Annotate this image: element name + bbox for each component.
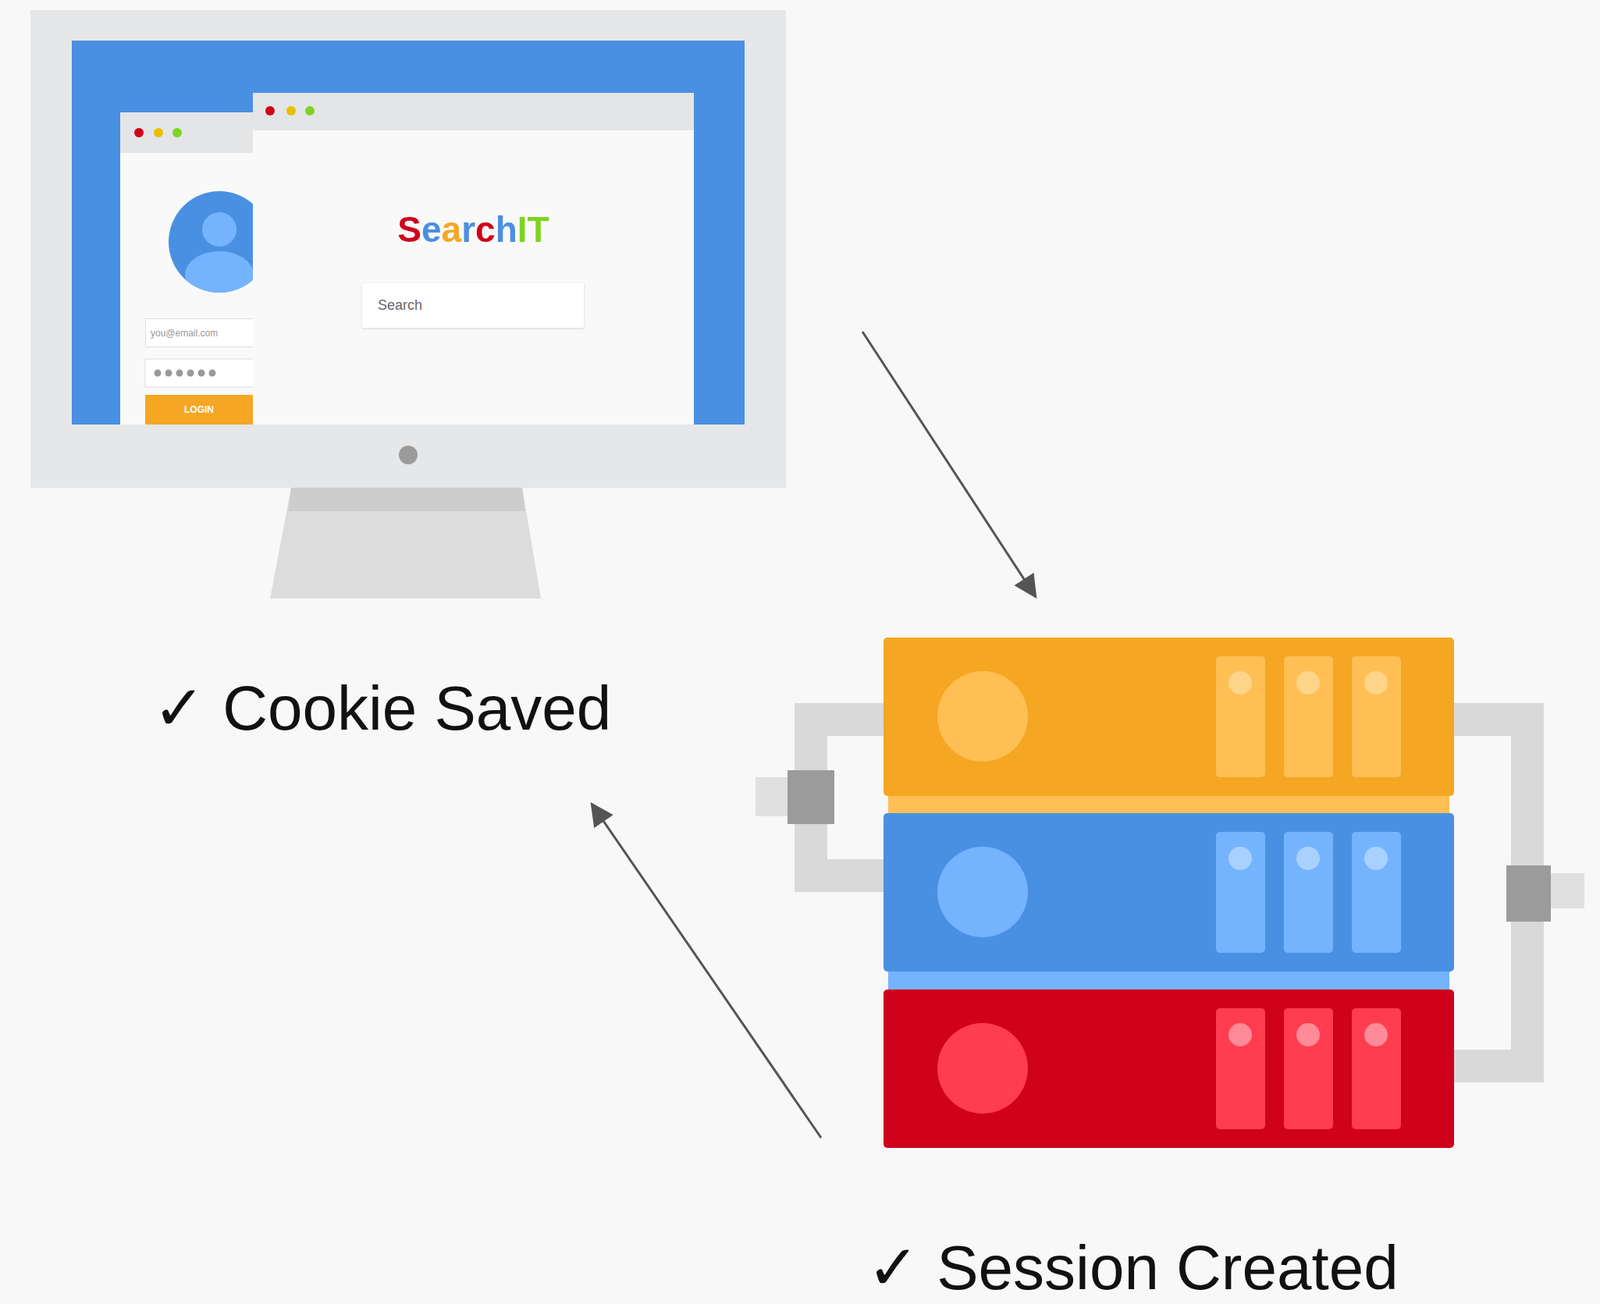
password-dot (154, 369, 162, 377)
password-dot (198, 369, 206, 377)
flow-arrow (591, 803, 822, 1138)
monitor-screen (71, 40, 745, 425)
window-dot (305, 106, 315, 116)
window-dot (153, 128, 164, 138)
server-slot (1216, 832, 1266, 953)
logo-row: SearchIT (252, 209, 694, 250)
password-dot (165, 369, 173, 377)
window-dot (134, 128, 144, 138)
server-slot (1216, 656, 1266, 778)
slot-led (1296, 1023, 1320, 1047)
server-slot (1351, 656, 1401, 778)
slot-led (1228, 1023, 1252, 1047)
server-unit (883, 989, 1455, 1149)
flow-arrow (862, 331, 1036, 598)
server-slot (1351, 1008, 1401, 1130)
slot-led (1364, 1023, 1388, 1047)
window-dot (265, 106, 275, 116)
server-slot (1283, 1008, 1334, 1130)
logo: SearchIT (397, 209, 549, 250)
window-dot (286, 106, 296, 116)
server-stack: ✓ Session Created (821, 597, 1555, 1300)
computer-client: ✓ Cookie Savedyou@email.comLOGINSearchIT… (30, 10, 863, 804)
monitor-stand (270, 487, 541, 599)
server-unit (883, 637, 1455, 797)
server-band (888, 792, 1450, 817)
pipe-connector (787, 770, 835, 825)
password-dot (176, 369, 184, 377)
status-label: ✓ Session Created (867, 1237, 1399, 1300)
avatar-body (184, 251, 254, 299)
slot-led (1296, 846, 1320, 871)
window-dot (172, 128, 182, 138)
search-window: SearchIT Search (252, 92, 694, 425)
server-light (937, 1023, 1028, 1114)
slot-led (1296, 671, 1320, 695)
slot-led (1228, 846, 1252, 871)
server-slot (1216, 1008, 1266, 1130)
search-window-art (252, 92, 694, 425)
slot-led (1228, 671, 1252, 695)
status-label: ✓ Cookie Saved (152, 677, 612, 740)
pipe-stub (1550, 873, 1585, 909)
server-slot (1283, 832, 1334, 953)
title-bar (252, 92, 694, 131)
server-unit (883, 813, 1455, 972)
login-button: LOGIN (145, 394, 253, 425)
pipe-connector (1506, 865, 1551, 922)
avatar-head (202, 212, 237, 247)
slot-led (1364, 671, 1388, 695)
monitor-frame (30, 10, 786, 488)
server-light (937, 671, 1028, 762)
server-band (888, 968, 1450, 993)
password-dot (187, 369, 195, 377)
server-slot (1351, 832, 1401, 953)
server-slot (1283, 656, 1334, 778)
server-light (937, 846, 1028, 938)
password-dot (209, 369, 217, 377)
pipe-stub (755, 777, 793, 817)
monitor-stand-band (288, 487, 526, 512)
search-field: Search (362, 283, 584, 328)
slot-led (1364, 846, 1388, 871)
monitor-button (398, 445, 418, 465)
